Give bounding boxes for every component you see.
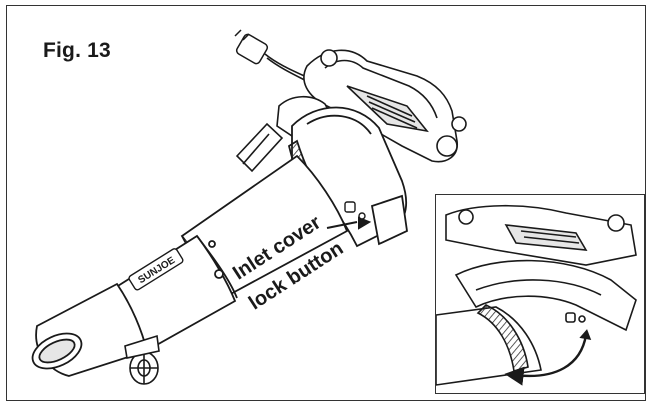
nozzle	[31, 282, 149, 377]
inset-illustration	[436, 204, 637, 386]
callout-arrow	[326, 216, 372, 230]
figure-frame: Fig. 13	[6, 5, 646, 401]
motor-housing	[303, 49, 467, 163]
rotation-arrow	[504, 334, 588, 386]
leaf-blower-illustration: SUNJOE	[31, 29, 467, 385]
detail-inset	[435, 194, 645, 394]
plug-icon	[234, 29, 269, 65]
wheel	[124, 334, 160, 385]
lock-button	[344, 201, 366, 220]
figure-title: Fig. 13	[43, 39, 111, 62]
